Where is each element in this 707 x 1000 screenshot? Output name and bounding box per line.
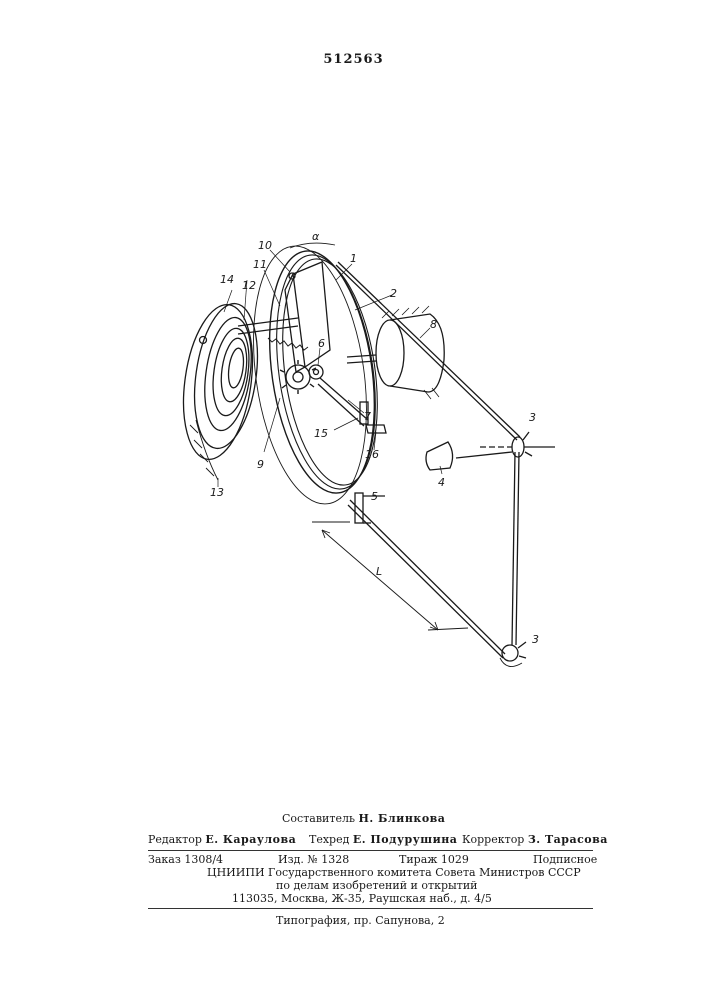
label-5: 5 bbox=[371, 490, 378, 503]
techred-label: Техред bbox=[309, 833, 349, 846]
circulation: Тираж 1029 bbox=[399, 853, 469, 866]
label-1: 1 bbox=[350, 252, 357, 265]
label-11: 11 bbox=[253, 258, 267, 271]
label-3a: 3 bbox=[529, 411, 536, 424]
editor-label: Редактор bbox=[148, 833, 202, 846]
label-7: 7 bbox=[364, 410, 371, 423]
label-15: 15 bbox=[314, 427, 328, 440]
label-9: 9 bbox=[257, 458, 264, 471]
label-13: 13 bbox=[210, 486, 224, 499]
lever-arm bbox=[285, 262, 330, 372]
compiler-line: Составитель Н. Блинкова bbox=[282, 812, 445, 825]
institute-name: ЦНИИПИ Государственного комитета Совета … bbox=[207, 866, 581, 879]
cone-4 bbox=[426, 442, 512, 470]
label-6: 6 bbox=[318, 337, 325, 350]
pulley-3-upper bbox=[480, 432, 555, 457]
compiler-name: Н. Блинкова bbox=[358, 812, 445, 825]
edition-number: Изд. № 1328 bbox=[278, 853, 349, 866]
label-L: L bbox=[376, 565, 382, 578]
sensor-5 bbox=[355, 493, 385, 523]
label-12: 12 bbox=[242, 279, 256, 292]
techred-name: Е. Подурушина bbox=[353, 833, 458, 846]
compiler-label: Составитель bbox=[282, 812, 355, 825]
label-10: 10 bbox=[258, 239, 272, 252]
editor-name: Е. Караулова bbox=[205, 833, 296, 846]
corrector-line: Корректор З. Тарасова bbox=[462, 833, 608, 846]
corrector-name: З. Тарасова bbox=[528, 833, 608, 846]
label-3b: 3 bbox=[532, 633, 539, 646]
printer: Типография, пр. Сапунова, 2 bbox=[276, 914, 445, 927]
address: 113035, Москва, Ж-35, Раушская наб., д. … bbox=[232, 892, 492, 905]
belt-2 bbox=[336, 262, 520, 658]
affairs: по делам изобретений и открытий bbox=[276, 879, 478, 892]
techred-line: Техред Е. Подурушина bbox=[309, 833, 457, 846]
gear-6 bbox=[309, 365, 323, 379]
label-16: 16 bbox=[365, 448, 379, 461]
label-14: 14 bbox=[220, 273, 234, 286]
pulley-3-lower bbox=[500, 642, 526, 667]
corrector-label: Корректор bbox=[462, 833, 524, 846]
dimension-l bbox=[312, 522, 468, 630]
footer-rule-bottom bbox=[148, 908, 593, 909]
editor-line: Редактор Е. Караулова bbox=[148, 833, 296, 846]
label-alpha: α bbox=[312, 230, 320, 243]
footer-rule-top bbox=[148, 850, 593, 851]
label-4: 4 bbox=[438, 476, 445, 489]
label-2: 2 bbox=[390, 287, 397, 300]
label-8: 8 bbox=[430, 318, 437, 331]
order-number: Заказ 1308/4 bbox=[148, 853, 223, 866]
subscription: Подписное bbox=[533, 853, 597, 866]
